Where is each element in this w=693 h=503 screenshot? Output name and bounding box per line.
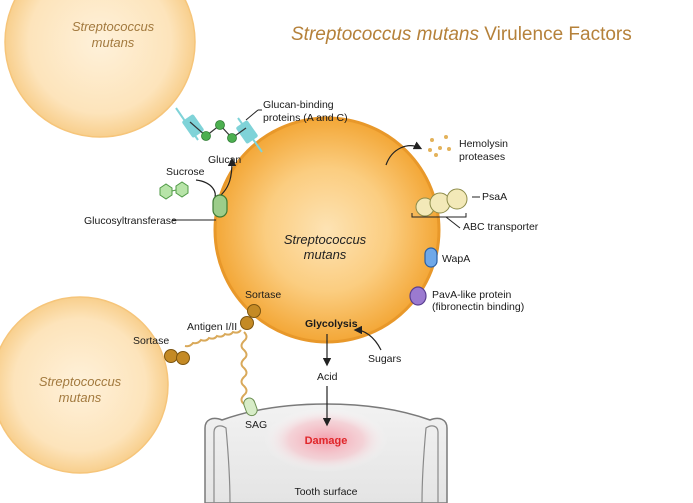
glucan-binding-proteins xyxy=(175,107,263,153)
psaa-label: PsaA xyxy=(482,191,507,203)
acid-label: Acid xyxy=(317,371,338,383)
glycolysis-label: Glycolysis xyxy=(305,318,358,330)
sortase-left-1 xyxy=(164,349,178,363)
glucan-chain xyxy=(189,120,247,143)
diagram-title: Streptococcus mutans Virulence Factors xyxy=(291,24,632,45)
abc-transporter-label: ABC transporter xyxy=(463,221,539,233)
tooth: Damage Tooth surface xyxy=(204,403,448,503)
damage-spot xyxy=(264,408,388,472)
sortase-main-2 xyxy=(240,316,254,330)
glucosyltransferase-protein xyxy=(212,194,228,218)
cell-bottom-left-label-1: Streptococcus xyxy=(39,374,122,389)
cell-main-label-2: mutans xyxy=(304,247,347,262)
antigen-chain-down xyxy=(240,331,248,405)
cell-top-left-label-2: mutans xyxy=(92,35,135,50)
title-italic: Streptococcus mutans xyxy=(291,24,479,45)
sucrose-label: Sucrose xyxy=(166,166,205,178)
title-plain: Virulence Factors xyxy=(479,24,632,45)
damage-label: Damage xyxy=(305,435,348,447)
pava-protein xyxy=(409,286,427,306)
cell-top-left-label-1: Streptococcus xyxy=(72,19,155,34)
hemolysin-particles xyxy=(428,135,451,157)
sugars-arrow xyxy=(353,325,382,351)
cell-top-left: Streptococcus mutans xyxy=(4,0,196,138)
pava-label-2: (fibronectin binding) xyxy=(432,301,524,313)
sortase-left-2 xyxy=(176,351,190,365)
hemolysin-label-1: Hemolysin xyxy=(459,138,508,150)
glucan-binding-label-2: proteins (A and C) xyxy=(263,112,348,124)
glucosyltransferase-label: Glucosyltransferase xyxy=(84,215,177,227)
sag-label: SAG xyxy=(245,419,267,431)
hemolysin-label-2: proteases xyxy=(459,151,505,163)
sugars-label: Sugars xyxy=(368,353,401,365)
cell-main-label-1: Streptococcus xyxy=(284,232,367,247)
sucrose-molecule xyxy=(159,181,189,200)
glucan-label: Glucan xyxy=(208,154,241,166)
tooth-surface-label: Tooth surface xyxy=(294,486,357,498)
cell-bottom-left: Streptococcus mutans xyxy=(0,296,169,474)
hemolysin-arrow xyxy=(385,141,423,166)
antigen-chain-left xyxy=(184,329,242,348)
sortase-main-1 xyxy=(247,304,261,318)
antigen-label: Antigen I/II xyxy=(187,321,237,333)
sortase-main-label: Sortase xyxy=(245,289,281,301)
sortase-left-label: Sortase xyxy=(133,335,169,347)
psaa-protein xyxy=(415,188,480,217)
sag-receptor xyxy=(243,397,258,417)
glucan-binding-label-1: Glucan-binding xyxy=(263,99,334,111)
pava-label-1: PavA-like protein xyxy=(432,289,512,301)
wapa-label: WapA xyxy=(442,253,470,265)
wapa-protein xyxy=(424,247,438,268)
cell-bottom-left-label-2: mutans xyxy=(59,390,102,405)
